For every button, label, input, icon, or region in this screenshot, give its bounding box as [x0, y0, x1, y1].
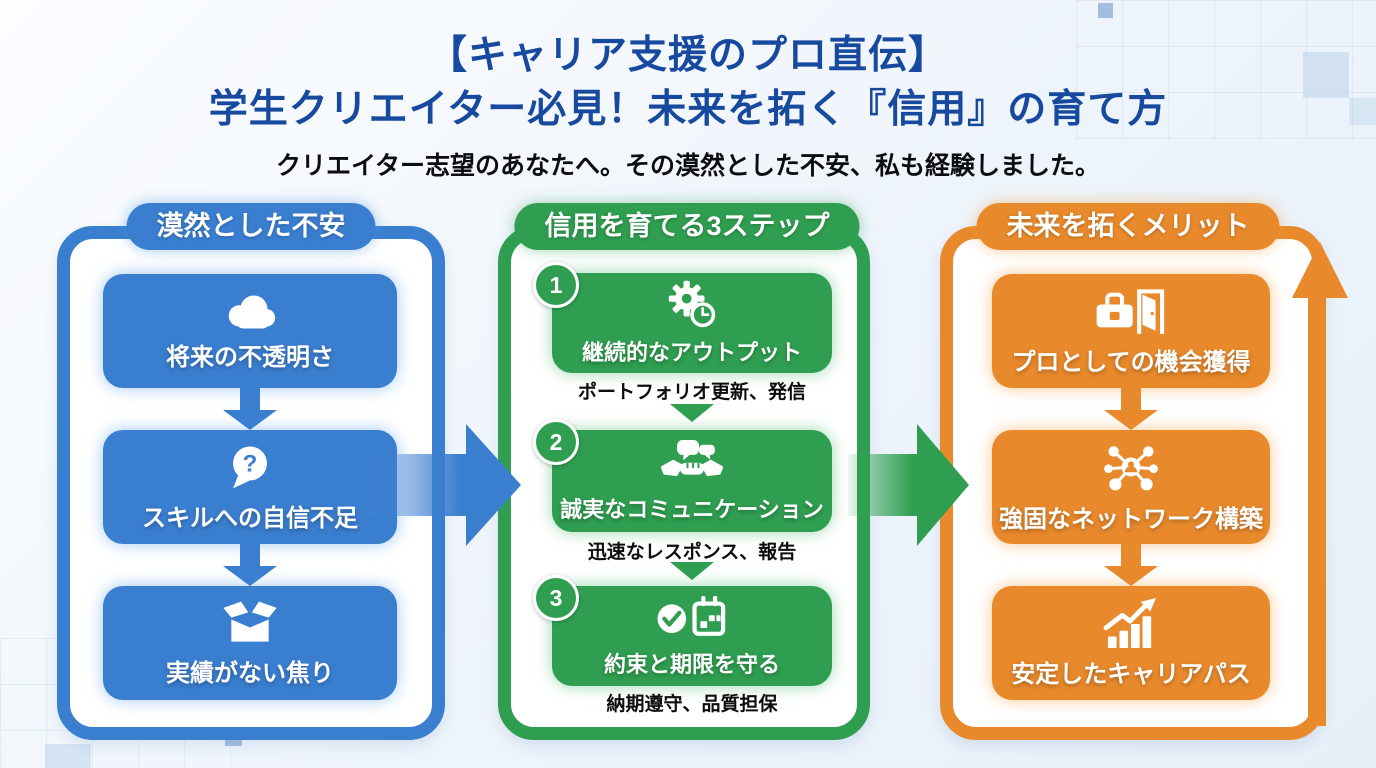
- box-label: 安定したキャリアパス: [1011, 660, 1251, 688]
- down-arrow-head: [1104, 410, 1158, 430]
- step-box-communication: 誠実なコミュニケーション: [552, 430, 832, 532]
- box-label: プロとしての機会獲得: [1011, 348, 1251, 376]
- steps-column-header: 信用を育てる3ステップ: [514, 203, 860, 250]
- page-title-line2: 学生クリエイター必見！未来を拓く『信用』の育て方: [208, 88, 1168, 131]
- flow-arrow-blue-head: [466, 424, 521, 546]
- svg-text:?: ?: [243, 450, 258, 477]
- step-box-deadlines: 約束と期限を守る: [552, 586, 832, 686]
- down-arrow-head: [1104, 566, 1158, 586]
- down-arrow: [670, 562, 714, 580]
- flow-arrow-blue-shaft: [368, 454, 466, 516]
- step-number-badge: 3: [533, 575, 579, 621]
- open-box-icon: [221, 599, 279, 647]
- down-arrow: [1121, 544, 1141, 566]
- box-label: 継続的なアウトプット: [581, 340, 802, 365]
- step-caption: 迅速なレスポンス、報告: [587, 542, 797, 563]
- step-number-badge: 1: [533, 262, 579, 308]
- merit-box-opportunities: プロとしての機会獲得: [992, 274, 1270, 388]
- step-caption: 納期遵守、品質担保: [606, 694, 778, 715]
- down-arrow-head: [223, 566, 277, 586]
- box-label: 約束と期限を守る: [603, 652, 780, 677]
- flow-arrow-green-head: [917, 424, 969, 546]
- handshake-icon: [659, 438, 725, 486]
- merit-box-career-path: 安定したキャリアパス: [992, 586, 1270, 700]
- page-subtitle: クリエイター志望のあなたへ。その漠然とした不安、私も経験しました。: [275, 152, 1100, 180]
- page-title-line1: 【キャリア支援のプロ直伝】: [427, 34, 948, 77]
- down-arrow: [240, 386, 260, 410]
- question-bubble-icon: ?: [225, 442, 275, 492]
- network-icon: [1103, 441, 1159, 493]
- step-box-output: 継続的なアウトプット: [552, 273, 832, 373]
- up-arrow-icon: [1292, 242, 1348, 298]
- check-calendar-icon: [655, 593, 729, 641]
- anxiety-box-confidence: ? スキルへの自信不足: [103, 430, 397, 544]
- decor-square: [45, 744, 91, 768]
- down-arrow: [670, 404, 714, 422]
- box-label: 将来の不透明さ: [166, 343, 334, 371]
- decor-square: [1303, 52, 1349, 98]
- anxiety-box-track-record: 実績がない焦り: [103, 586, 397, 700]
- down-arrow-head: [223, 410, 277, 430]
- merit-box-network: 強固なネットワーク構築: [992, 430, 1270, 544]
- step-number-badge: 2: [533, 419, 579, 465]
- box-label: 実績がない焦り: [166, 659, 334, 687]
- growth-chart-icon: [1102, 597, 1160, 648]
- briefcase-door-icon: [1095, 286, 1167, 336]
- box-label: スキルへの自信不足: [142, 504, 358, 532]
- cloud-icon: [219, 291, 281, 331]
- merits-column-header: 未来を拓くメリット: [976, 203, 1280, 250]
- step-caption: ポートフォリオ更新、発信: [577, 382, 806, 403]
- box-label: 誠実なコミュニケーション: [560, 497, 824, 522]
- down-arrow: [240, 544, 260, 566]
- anxiety-column-header: 漠然とした不安: [126, 203, 376, 250]
- box-label: 強固なネットワーク構築: [999, 505, 1263, 533]
- down-arrow: [1121, 386, 1141, 410]
- anxiety-box-future: 将来の不透明さ: [103, 274, 397, 388]
- flow-arrow-green-shaft: [848, 454, 917, 516]
- gear-clock-icon: [663, 279, 721, 329]
- decor-square: [1098, 3, 1113, 18]
- rise-arrow-shaft: [1308, 296, 1326, 726]
- decor-square: [1349, 98, 1376, 125]
